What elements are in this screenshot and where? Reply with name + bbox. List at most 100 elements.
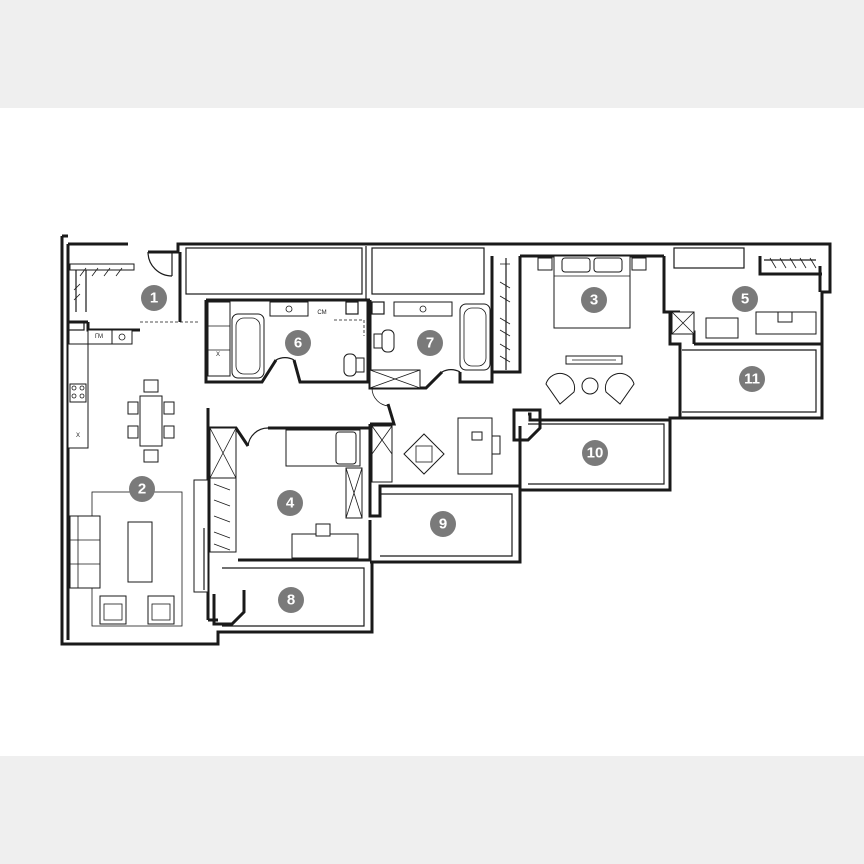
bath-6-shelf-lines xyxy=(208,325,230,351)
room-number-8: 8 xyxy=(287,592,295,609)
shelf-cross xyxy=(345,467,363,519)
bath-6-door xyxy=(275,356,295,361)
fridge-label-bath: СМ xyxy=(317,310,326,316)
room-badge-8 xyxy=(278,587,304,613)
room-number-6: 6 xyxy=(294,335,302,352)
dining-chair xyxy=(143,379,159,393)
armchair-right-seat xyxy=(151,603,171,621)
room-5-chair xyxy=(777,311,793,323)
corridor-cabinet-cross xyxy=(369,369,421,389)
bath-6-box xyxy=(345,301,359,315)
balcony-8-outline xyxy=(222,567,365,627)
sofa xyxy=(69,515,101,589)
armchair-left-seat xyxy=(103,603,123,621)
closet-hanger-lines xyxy=(499,263,511,363)
dining-chair xyxy=(163,425,175,439)
study-desk xyxy=(457,417,493,475)
room-badge-3 xyxy=(581,287,607,313)
nightstand-right xyxy=(631,257,647,271)
armchair-3-left xyxy=(545,372,576,405)
burner-3 xyxy=(71,393,77,399)
study-lamp xyxy=(471,431,483,441)
bedroom-4-closet xyxy=(209,477,237,553)
window-block-1 xyxy=(185,247,363,295)
burner-4 xyxy=(79,393,85,399)
room-number-11: 11 xyxy=(744,371,760,388)
bath-6-dashed xyxy=(334,319,365,336)
bedroom3-bottom-wall xyxy=(528,412,670,422)
hall-furniture xyxy=(67,251,173,331)
closet-wall xyxy=(490,256,522,374)
room-number-7: 7 xyxy=(426,335,434,352)
hall-box xyxy=(67,321,85,331)
kitchen-top-wall xyxy=(68,320,140,332)
bed-pillow-right xyxy=(593,257,623,273)
kitchen-furniture: ГМ Х xyxy=(67,329,209,627)
bathtub-7 xyxy=(459,303,491,371)
room-number-3: 3 xyxy=(590,292,598,309)
bath-6-shelf xyxy=(207,301,231,377)
bedroom-4-chair xyxy=(315,523,331,537)
room-badge-6 xyxy=(285,330,311,356)
room-number-1: 1 xyxy=(150,290,158,307)
burner-1 xyxy=(71,385,77,391)
column-1 xyxy=(512,408,542,442)
kitchen-stove xyxy=(69,383,87,403)
bathtub-6 xyxy=(231,313,265,379)
window-block-3 xyxy=(673,247,745,269)
dining-chair xyxy=(163,401,175,415)
fridge-label-kitchen: ГМ xyxy=(95,334,103,340)
dining-chair xyxy=(143,449,159,463)
balcony-11-outline xyxy=(682,349,817,413)
balcony-10-outline xyxy=(528,423,665,485)
bath-7-vanity xyxy=(393,301,453,317)
room-number-5: 5 xyxy=(741,291,749,308)
room5-top-wall xyxy=(758,256,822,276)
exterior-walls xyxy=(60,234,832,646)
armchair-3-right xyxy=(604,372,635,405)
room-badge-1 xyxy=(141,285,167,311)
room-badge-11 xyxy=(739,366,765,392)
sofa-cushions xyxy=(70,516,100,588)
bed-pillow-left xyxy=(561,257,591,273)
hall-hangers xyxy=(73,267,123,301)
room-badges: 1 2 3 4 5 6 7 8 9 10 11 xyxy=(129,285,765,613)
toilet-7 xyxy=(381,329,395,353)
single-bed-pillow xyxy=(335,431,357,465)
room-number-9: 9 xyxy=(439,516,447,533)
column-2 xyxy=(212,590,246,626)
hall-wardrobe-lines xyxy=(75,270,87,312)
bath-6-sink xyxy=(285,305,293,313)
room-badge-5 xyxy=(732,286,758,312)
room-badge-10 xyxy=(582,440,608,466)
room-badge-4 xyxy=(277,490,303,516)
kitchen-sink xyxy=(111,329,133,345)
room-5-hangers xyxy=(769,257,817,269)
study-left-wall xyxy=(368,424,396,518)
bathtub-7-inner xyxy=(463,307,487,367)
hall-shelf xyxy=(69,263,135,271)
side-table-round xyxy=(581,377,599,395)
nightstand-left xyxy=(537,257,553,271)
bath-7-door xyxy=(441,368,461,373)
room-number-2: 2 xyxy=(138,481,146,498)
study-chair xyxy=(491,435,501,455)
study-wardrobe xyxy=(371,425,393,483)
wardrobe-cross xyxy=(209,427,237,479)
dining-chair xyxy=(127,401,139,415)
bath-7-fixtures xyxy=(369,301,491,407)
room-number-10: 10 xyxy=(587,445,604,462)
toilet-7-tank xyxy=(373,333,383,349)
bath-7-box xyxy=(371,301,385,315)
bedroom-4-door xyxy=(247,427,269,447)
room-badge-2 xyxy=(129,476,155,502)
toilet-6 xyxy=(343,353,357,377)
bath-mark-label: Х xyxy=(216,352,220,358)
study-armchair xyxy=(403,433,445,475)
bath-7-sink xyxy=(419,305,427,313)
closet-hangers xyxy=(499,258,511,370)
bath6-walls xyxy=(204,300,370,384)
bedroom-3-furniture xyxy=(537,255,647,405)
top-windows xyxy=(185,246,745,300)
